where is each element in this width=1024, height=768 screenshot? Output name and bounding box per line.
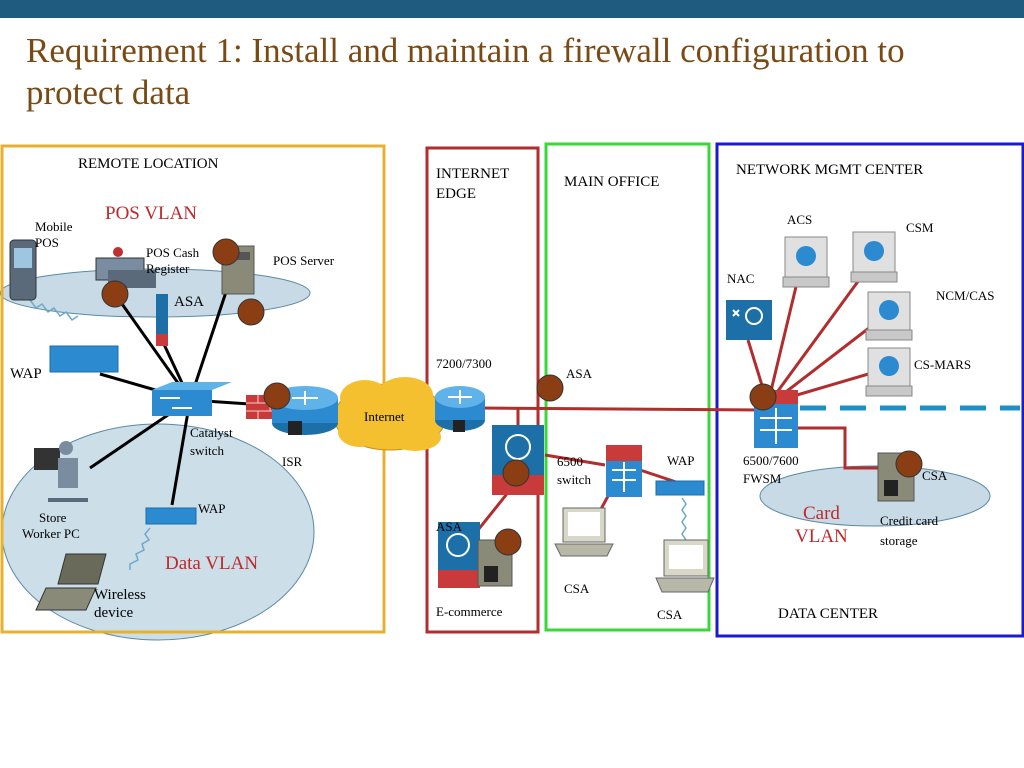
catalyst-label-2: switch bbox=[190, 443, 224, 458]
cs-mars-server-icon bbox=[865, 347, 913, 397]
ecommerce-label: E-commerce bbox=[436, 604, 503, 619]
main-office-label: MAIN OFFICE bbox=[564, 174, 659, 190]
asa-remote-icon bbox=[156, 294, 168, 346]
pos-vlan-label: POS VLAN bbox=[105, 203, 197, 224]
acs-label: ACS bbox=[787, 212, 812, 227]
nmc-label: NETWORK MGMT CENTER bbox=[736, 162, 923, 178]
csa-dc-label: CSA bbox=[922, 468, 948, 483]
mobile-pos-icon bbox=[9, 239, 37, 301]
wap-remote-label: WAP bbox=[10, 366, 42, 382]
store-pc-label-1: Store bbox=[39, 510, 67, 525]
marker-isr bbox=[263, 382, 291, 410]
wireless-label-2: device bbox=[94, 605, 133, 621]
csm-label: CSM bbox=[906, 220, 934, 235]
fwsm-label-1: 6500/7600 bbox=[743, 453, 799, 468]
ncm-cas-server-icon bbox=[865, 291, 913, 341]
remote-location-label: REMOTE LOCATION bbox=[78, 156, 219, 172]
marker-asa-remote bbox=[237, 298, 265, 326]
ncm-cas-label: NCM/CAS bbox=[936, 288, 995, 303]
acs-server-icon bbox=[782, 236, 830, 288]
card-vlan-ellipse bbox=[759, 465, 991, 527]
csa-pc-icon-2 bbox=[655, 539, 715, 593]
marker-ecommerce bbox=[494, 528, 522, 556]
switch6500-label-1: 6500 bbox=[557, 454, 583, 469]
asa-main-label: ASA bbox=[566, 366, 593, 381]
header-bar bbox=[0, 0, 1024, 18]
store-pc-label-2: Worker PC bbox=[22, 526, 80, 541]
internet-edge-label-1: INTERNET bbox=[436, 166, 509, 182]
slide-title: Requirement 1: Install and maintain a fi… bbox=[26, 31, 905, 112]
isr-router-icon bbox=[246, 386, 338, 435]
wireless-device-icon bbox=[35, 553, 107, 611]
wireless-link-mobile bbox=[29, 299, 79, 322]
wireless-link-device bbox=[129, 527, 151, 570]
internet-edge-label-2: EDGE bbox=[436, 186, 476, 202]
wireless-link-main bbox=[681, 497, 687, 541]
csm-server-icon bbox=[850, 231, 898, 283]
csa-main-label-2: CSA bbox=[657, 607, 683, 622]
nac-label: NAC bbox=[727, 271, 754, 286]
card-vlan-label-2: VLAN bbox=[795, 526, 848, 547]
marker-asa-edge bbox=[502, 459, 530, 487]
wap-remote-icon bbox=[49, 345, 119, 373]
data-vlan-label: Data VLAN bbox=[165, 553, 258, 574]
internet-label: Internet bbox=[364, 409, 405, 424]
edge-router-icon bbox=[435, 386, 485, 432]
pos-cash-label-2: Register bbox=[146, 261, 190, 276]
markers bbox=[101, 238, 923, 556]
wap-main-icon bbox=[655, 480, 705, 496]
router-7200-label: 7200/7300 bbox=[436, 356, 492, 371]
switch-6500-icon bbox=[606, 445, 642, 497]
csa-pc-icon-1 bbox=[554, 507, 614, 557]
mobile-pos-label-1: Mobile bbox=[35, 219, 73, 234]
internet-cloud bbox=[333, 377, 447, 451]
nac-icon bbox=[726, 300, 772, 340]
cs-mars-label: CS-MARS bbox=[914, 357, 971, 372]
data-center-label: DATA CENTER bbox=[778, 606, 878, 622]
marker-pos-server bbox=[212, 238, 240, 266]
wap-data-icon bbox=[145, 507, 197, 525]
wap-data-label: WAP bbox=[198, 501, 225, 516]
asa-edge-label: ASA bbox=[436, 519, 463, 534]
catalyst-switch-icon bbox=[152, 382, 232, 416]
isr-label: ISR bbox=[282, 454, 303, 469]
marker-fwsm bbox=[749, 383, 777, 411]
credit-label-2: storage bbox=[880, 533, 918, 548]
store-worker-pc-icon bbox=[34, 441, 88, 502]
asa-remote-label: ASA bbox=[174, 294, 204, 310]
marker-pos-register bbox=[101, 280, 129, 308]
marker-edge bbox=[536, 374, 564, 402]
fwsm-label-2: FWSM bbox=[743, 471, 782, 486]
pos-server-label: POS Server bbox=[273, 253, 335, 268]
switch6500-label-2: switch bbox=[557, 472, 591, 487]
catalyst-label-1: Catalyst bbox=[190, 425, 233, 440]
wireless-label-1: Wireless bbox=[94, 587, 146, 603]
card-vlan-label-1: Card bbox=[803, 503, 840, 524]
nmc-box bbox=[715, 142, 1024, 638]
wap-main-label: WAP bbox=[667, 453, 694, 468]
csa-main-label-1: CSA bbox=[564, 581, 590, 596]
marker-credit-card bbox=[895, 450, 923, 478]
mobile-pos-label-2: POS bbox=[35, 235, 59, 250]
pos-cash-label-1: POS Cash bbox=[146, 245, 200, 260]
credit-label-1: Credit card bbox=[880, 513, 939, 528]
